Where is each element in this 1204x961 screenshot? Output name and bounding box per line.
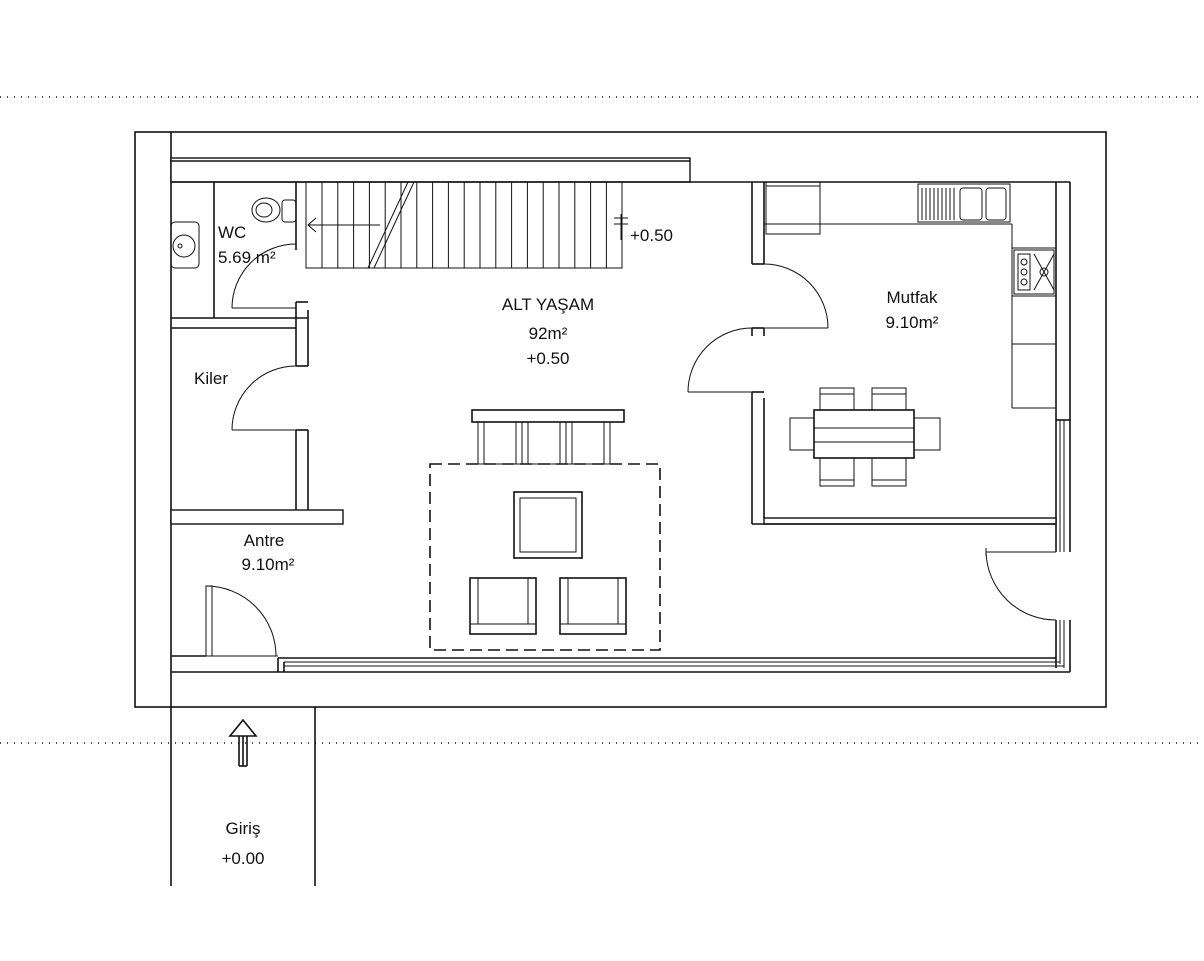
patio-door <box>985 548 1057 621</box>
stair-level: +0.50 <box>630 226 673 245</box>
entrance-level: +0.00 <box>221 849 264 868</box>
room-labels: WC 5.69 m² +0.50 ALT YAŞAM 92m² +0.50 Ki… <box>194 223 939 868</box>
dining-chair-back <box>871 387 907 395</box>
sink-icon <box>917 183 1011 223</box>
outer-slab <box>134 131 1107 708</box>
dining-chair <box>789 417 815 451</box>
entrance-walkway <box>170 132 316 886</box>
kitchen-doors <box>687 263 829 393</box>
kitchen-name: Mutfak <box>886 288 938 307</box>
entrance-name: Giriş <box>226 819 261 838</box>
stairs <box>305 181 628 269</box>
dining-chair <box>819 387 855 411</box>
living-name: ALT YAŞAM <box>502 295 594 314</box>
table-top <box>813 409 915 459</box>
dining-chair <box>871 387 907 411</box>
kitchen-partition <box>751 182 1057 525</box>
kiler-name: Kiler <box>194 369 228 388</box>
kitchen-counters <box>764 181 1056 409</box>
sofa-seat <box>477 421 523 465</box>
stove-icon <box>1013 249 1055 295</box>
dining-chair-back <box>819 479 855 487</box>
kitchen-area: 9.10m² <box>886 313 939 332</box>
antre-area: 9.10m² <box>242 555 295 574</box>
bottom-wall <box>171 655 1070 673</box>
top-wall <box>170 157 1070 183</box>
dining-chair <box>871 457 907 481</box>
wc-area: 5.69 m² <box>218 248 276 267</box>
kiler-door <box>231 365 297 431</box>
dining-chair-back <box>871 479 907 487</box>
armchair <box>559 577 627 635</box>
entry-arrow-icon <box>228 718 258 767</box>
left-partitions <box>170 182 344 525</box>
wc-door <box>231 243 297 309</box>
dining-chair <box>913 417 941 451</box>
dining-table <box>789 387 941 487</box>
armchair-seat <box>477 577 529 625</box>
right-wall <box>1055 182 1071 672</box>
living-level: +0.50 <box>526 349 569 368</box>
sofa-seat <box>565 421 611 465</box>
armchair-seat <box>567 577 619 625</box>
wc-fixtures <box>170 197 297 269</box>
dining-chair <box>819 457 855 481</box>
sofa-seat <box>521 421 567 465</box>
antre-name: Antre <box>244 531 285 550</box>
dining-chair-back <box>819 387 855 395</box>
living-area: 92m² <box>529 324 568 343</box>
wc-name: WC <box>218 223 246 242</box>
living-furniture <box>429 409 661 651</box>
entrance-door <box>205 585 278 657</box>
armchair <box>469 577 537 635</box>
